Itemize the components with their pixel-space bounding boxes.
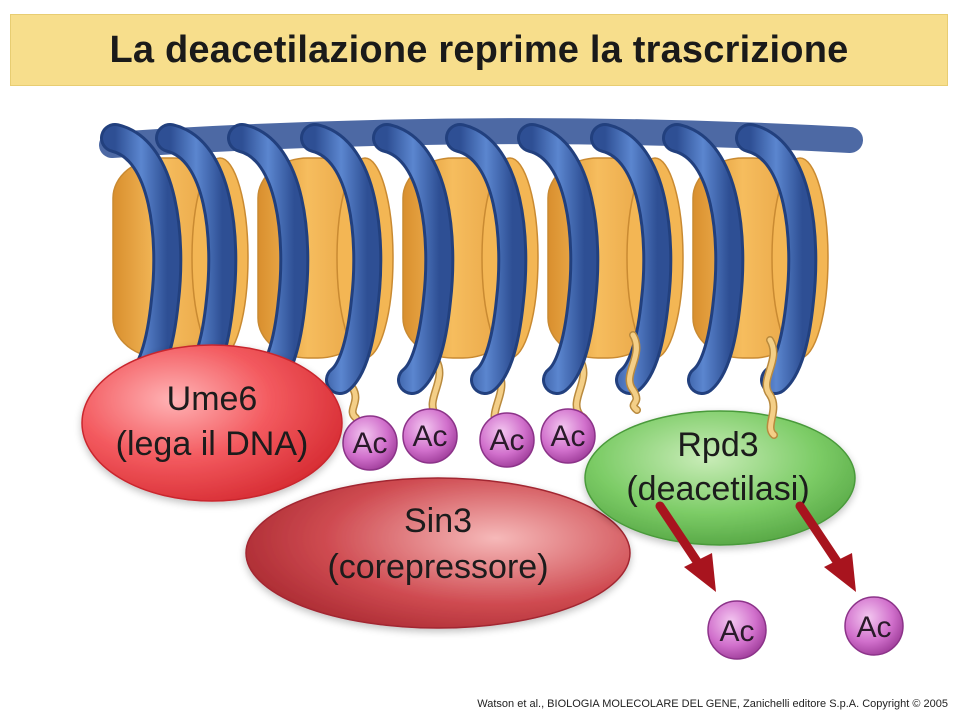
released-acetyl-label: Ac [719,615,754,648]
title-bar: La deacetilazione reprime la trascrizion… [10,14,948,86]
removal-arrows [655,501,856,592]
histone-tails-front [625,331,778,439]
dna-helix [99,118,863,395]
ume6-role: (lega il DNA) [116,425,309,463]
acetyl-group: Ac [402,408,458,464]
sin3-role: (corepressore) [327,548,548,586]
acetyl-label: Ac [550,420,585,453]
acetyl-group: Ac [540,408,596,464]
copyright-credit: Watson et al., BIOLOGIA MOLECOLARE DEL G… [477,698,948,710]
histone-tail [764,337,777,438]
acetyl-group: Ac [479,412,535,468]
sin3-name: Sin3 [404,502,472,540]
rpd3-role: (deacetilasi) [626,470,809,508]
acetyl-group: Ac [342,415,398,471]
released-acetyl-group: Ac [844,596,904,656]
released-acetyl-group: Ac [707,600,767,660]
rpd3-protein: Rpd3 (deacetilasi) [584,410,856,546]
removal-arrow-left [655,501,716,592]
acetyl-label: Ac [352,427,387,460]
slide-title: La deacetilazione reprime la trascrizion… [109,28,849,71]
rpd3-name: Rpd3 [677,426,758,464]
removal-arrow-right [795,501,856,592]
bound-acetyl-groups: Ac Ac Ac Ac [342,408,596,471]
ume6-protein: Ume6 (lega il DNA) [81,344,343,502]
ume6-name: Ume6 [167,380,258,418]
acetyl-label: Ac [412,420,447,453]
released-acetyl-groups: Ac Ac [707,596,904,660]
histone-tail [627,332,640,413]
acetyl-label: Ac [489,424,524,457]
sin3-protein: Sin3 (corepressore) [245,477,631,629]
released-acetyl-label: Ac [856,611,891,644]
